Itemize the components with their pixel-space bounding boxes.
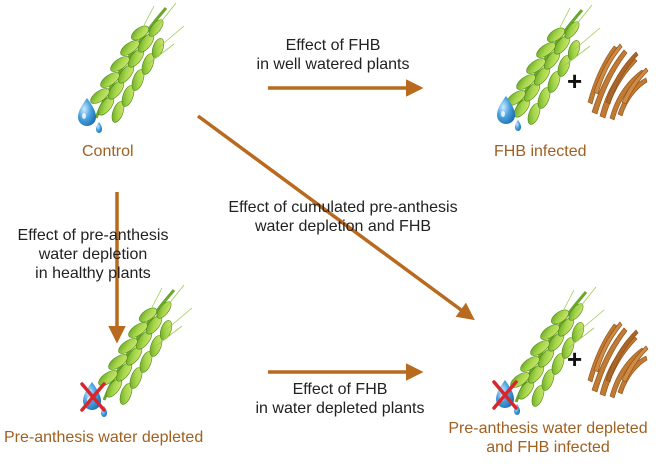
plus-icon: +	[567, 344, 582, 374]
edge-fhb-water-depleted-line-2: in water depleted plants	[255, 400, 425, 417]
edge-cumulated-line-2: water depletion and FHB	[254, 218, 432, 235]
wheat-ear-icon	[94, 283, 194, 408]
node-combined-line-2: and FHB infected	[486, 439, 610, 456]
node-water-depleted-text: Pre-anthesis water depleted	[4, 429, 204, 446]
red-cross-icon	[492, 380, 518, 410]
wheat-ear-icon	[506, 285, 606, 410]
edge-cumulated-line-1: Effect of cumulated pre-anthesis	[228, 199, 458, 216]
node-control-label: Control	[82, 142, 134, 161]
node-fhb-infected-label: FHB infected	[494, 142, 586, 161]
control-plant	[78, 1, 186, 133]
edge-water-depletion-healthy-label: Effect of pre-anthesis water depletion i…	[4, 226, 182, 283]
wheat-ear-icon	[86, 1, 186, 126]
edge-water-depletion-healthy-line-3: in healthy plants	[35, 265, 151, 282]
edge-fhb-well-watered-line-2: in well watered plants	[256, 56, 410, 73]
combined-plant: +	[492, 285, 649, 415]
node-combined-line-1: Pre-anthesis water depleted	[448, 420, 648, 437]
red-cross-icon	[80, 382, 106, 412]
edge-water-depletion-healthy-line-1: Effect of pre-anthesis	[17, 227, 169, 244]
fungal-spikelets-icon	[587, 321, 649, 399]
edge-fhb-water-depleted-line-1: Effect of FHB	[292, 381, 388, 398]
wheat-ear-icon	[502, 3, 602, 128]
node-combined-label: Pre-anthesis water depleted and FHB infe…	[433, 419, 663, 457]
edge-fhb-well-watered-line-1: Effect of FHB	[285, 37, 381, 54]
plus-icon: +	[567, 66, 582, 96]
edge-water-depletion-healthy-line-2: water depletion	[38, 246, 148, 263]
node-fhb-infected-text: FHB infected	[494, 143, 587, 160]
water-depleted-plant	[80, 283, 194, 417]
edge-fhb-well-watered-label: Effect of FHB in well watered plants	[248, 36, 418, 74]
node-water-depleted-label: Pre-anthesis water depleted	[4, 428, 203, 447]
fhb-infected-plant: +	[497, 3, 649, 131]
node-control-text: Control	[82, 143, 134, 160]
edge-cumulated-label: Effect of cumulated pre-anthesis water d…	[214, 198, 472, 236]
edge-fhb-water-depleted-label: Effect of FHB in water depleted plants	[240, 380, 440, 418]
arrow-control-to-combined	[196, 114, 475, 321]
fungal-spikelets-icon	[587, 43, 649, 121]
